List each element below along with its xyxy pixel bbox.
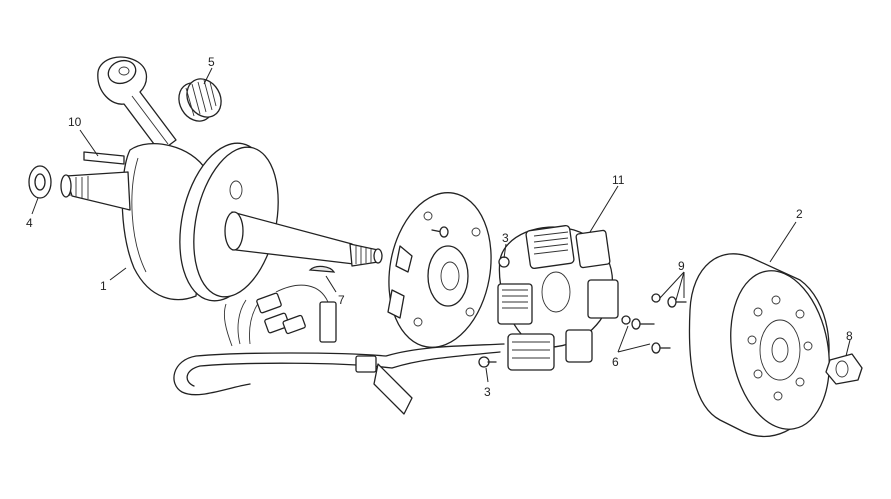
callout-3-lower: 3 [484,385,491,399]
screw-part-3-lower [478,356,497,368]
callout-4: 4 [26,216,33,230]
callout-1: 1 [100,279,107,293]
callout-5: 5 [208,55,215,69]
callout-11: 11 [612,173,625,187]
key-part-10 [83,151,125,165]
screw-part-3-upper [431,226,510,268]
needle-bearing-part-5 [178,78,222,122]
callout-9: 9 [678,259,685,273]
leader-lines [31,67,851,383]
callout-6: 6 [612,355,619,369]
wiring-harness [173,284,505,415]
crankshaft-assembly [60,56,383,302]
callout-2: 2 [796,207,803,221]
half-moon-key-part-7 [308,265,336,273]
callout-labels: 1 2 3 3 4 5 6 7 8 9 10 11 [26,55,853,399]
callout-10: 10 [68,115,82,129]
callout-7: 7 [338,293,345,307]
washer-part-4 [28,165,52,199]
callout-3-upper: 3 [502,231,509,245]
callout-8: 8 [846,329,853,343]
screws-washers-part-6-9 [621,293,687,354]
stator-base-plate [387,192,492,348]
stator-coil-assembly-part-11 [497,224,619,371]
nut-part-8 [825,353,863,385]
rotor-flywheel-part-2 [688,253,830,438]
